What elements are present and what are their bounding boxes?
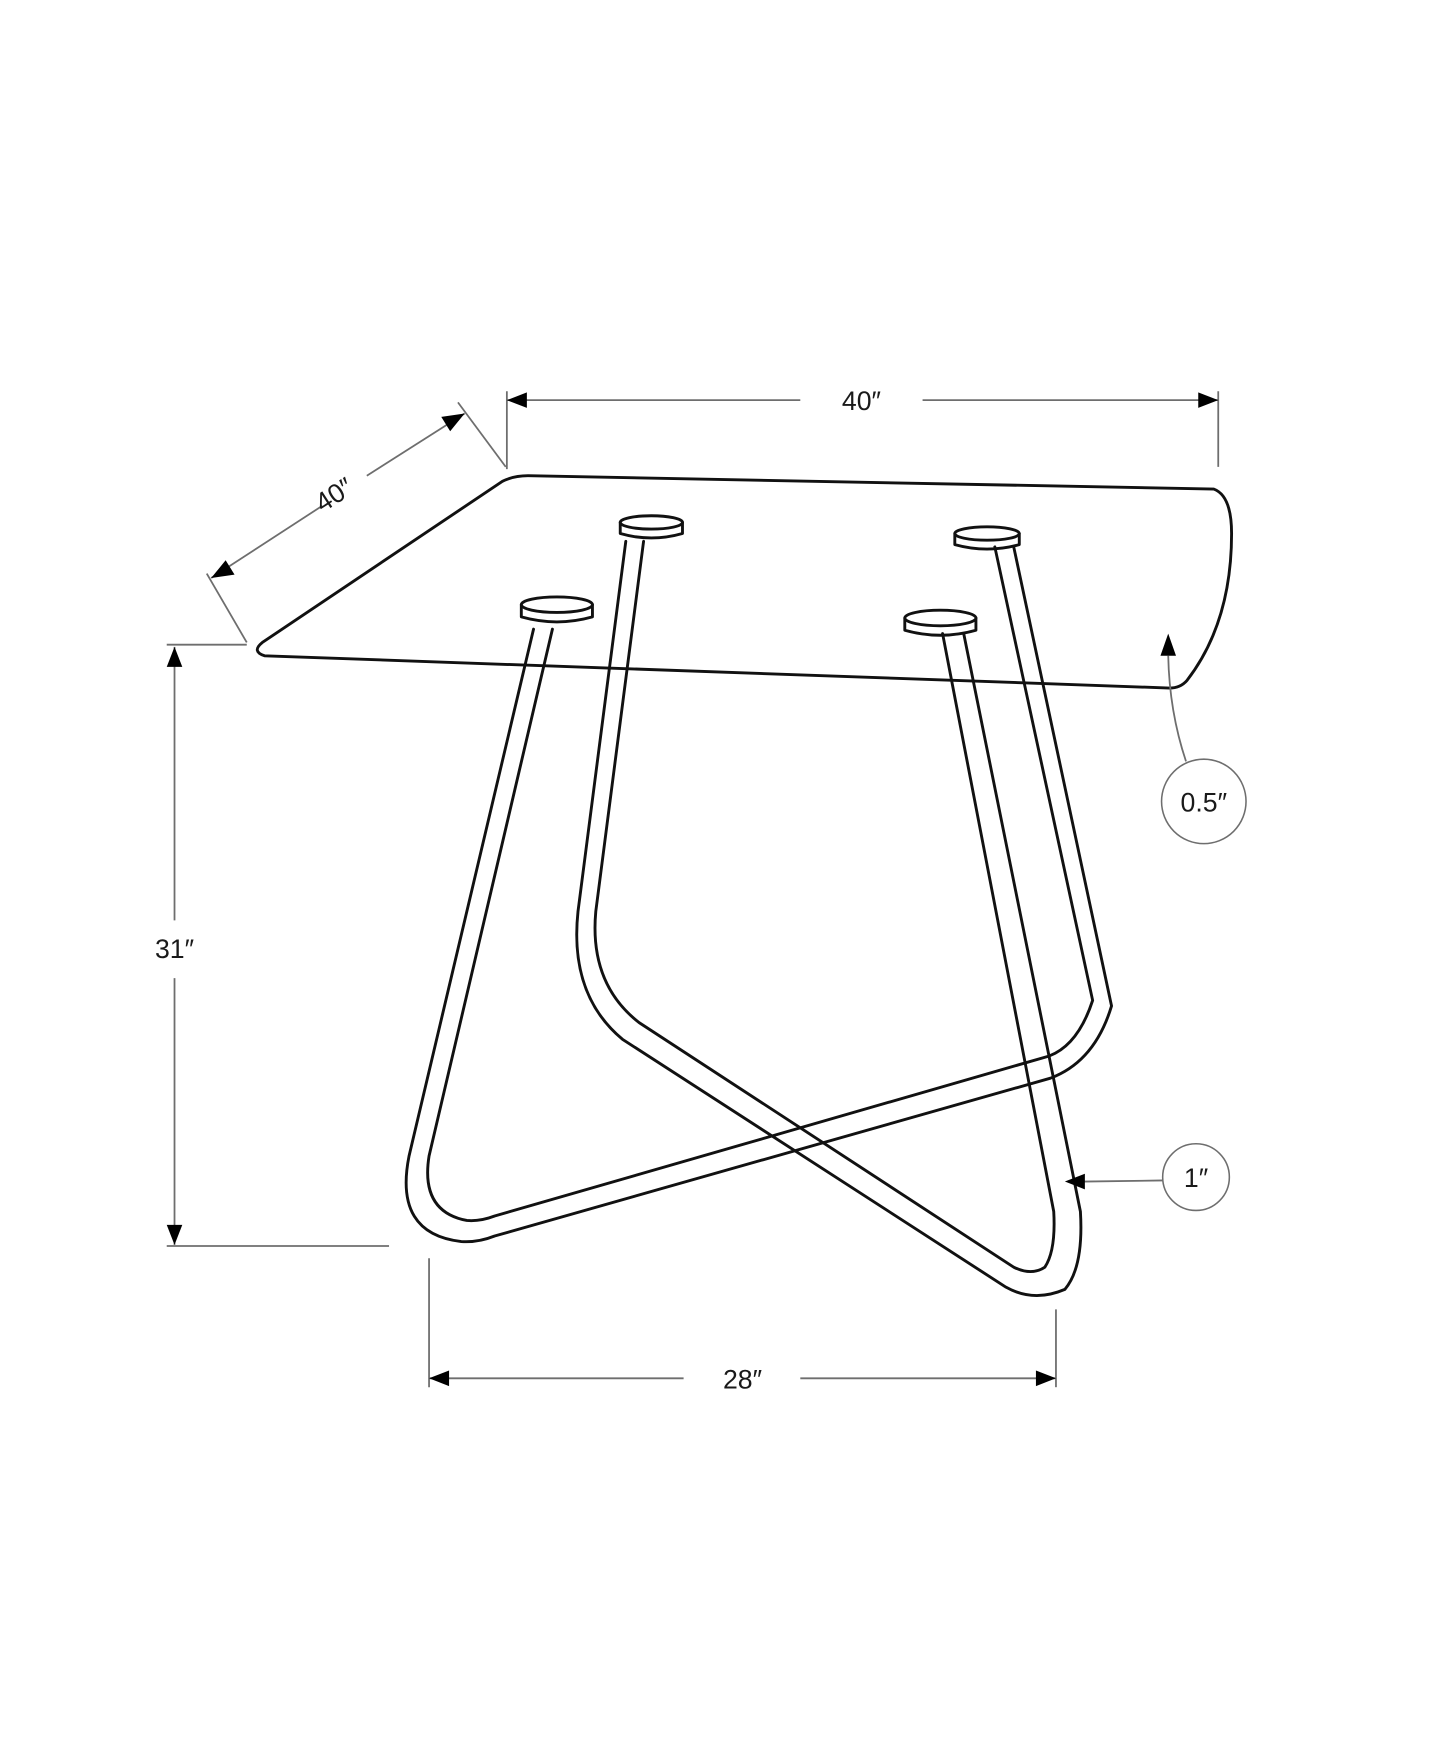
callout-circle [1161,1142,1231,1212]
arrow-up-icon [1160,633,1177,656]
arrow-left-icon [1064,1173,1085,1190]
height-dimension: 31″ [155,643,390,1247]
hairpin-leg-a [404,545,1113,1244]
width-dimension: 40″ [505,386,1220,470]
arrow-up-right-icon [441,413,465,432]
callout-circle [1160,758,1247,845]
hairpin-leg-b [575,539,1083,1297]
arrow-down-left-icon [211,560,235,578]
leg-pad-back-right [953,525,1021,551]
arrow-down-icon [166,1224,183,1245]
arrow-up-icon [166,646,183,667]
thickness-callout: 0.5″ [1160,633,1247,845]
leg-pad-back-left [618,514,684,540]
arrow-left-icon [506,392,527,408]
height-label: 31″ [155,934,194,964]
tube-diameter-callout: 1″ [1064,1142,1231,1212]
arrow-right-icon [1198,392,1219,408]
leg-pad-front-right [903,608,978,637]
base-width-dimension: 28″ [428,1258,1057,1394]
depth-dimension: 40″ [205,401,507,643]
thickness-label: 0.5″ [1181,787,1228,817]
width-label: 40″ [842,386,881,416]
table-top [255,474,1234,690]
base-width-label: 28″ [723,1364,762,1394]
leg-pad-front-left [519,595,594,624]
tube-diameter-label: 1″ [1184,1163,1208,1193]
arrow-right-icon [1035,1370,1056,1387]
depth-label: 40″ [310,472,359,518]
arrow-left-icon [429,1370,450,1387]
